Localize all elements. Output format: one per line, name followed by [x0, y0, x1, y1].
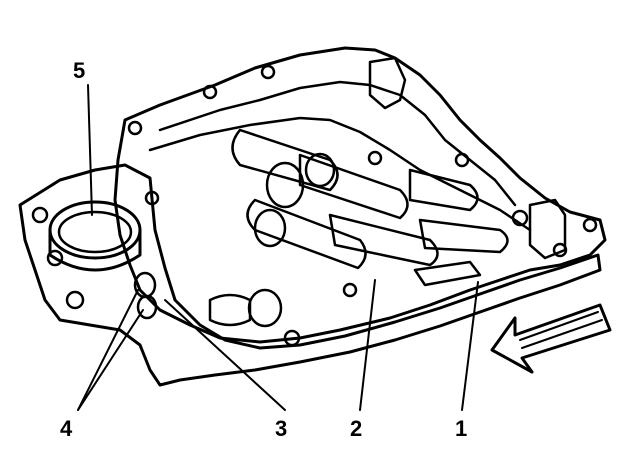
inner-rail: [148, 116, 532, 232]
callout-3: 3: [275, 416, 288, 441]
callout-2: 2: [350, 416, 363, 441]
top-rail: [158, 80, 517, 207]
port-bosses: [133, 271, 283, 328]
leader-1: [461, 281, 479, 411]
leader-2: [359, 279, 376, 411]
right-fittings: [368, 56, 567, 287]
leader-4b: [77, 309, 144, 411]
direction-arrow-icon: [490, 303, 612, 374]
callout-4: 4: [60, 416, 73, 441]
manifold-lower-base: [18, 163, 602, 387]
leader-5: [87, 84, 93, 216]
intake-runners: [231, 128, 509, 270]
callout-1: 1: [455, 416, 468, 441]
leader-4a: [77, 289, 139, 411]
bolt-holes: [31, 64, 598, 347]
leader-3: [164, 299, 286, 411]
callout-5: 5: [73, 58, 86, 83]
manifold-upper-outline: [113, 46, 607, 344]
throttle-body-bore: [48, 200, 142, 272]
leader-lines: [77, 84, 479, 411]
